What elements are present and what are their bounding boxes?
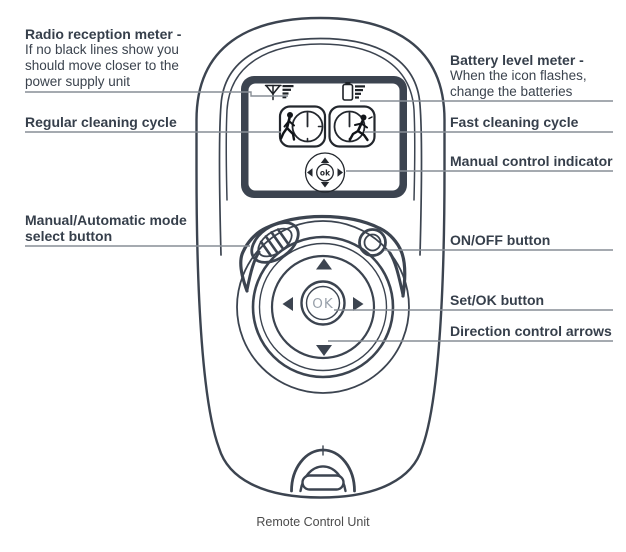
- label-manual-control-indicator: Manual control indicator: [450, 153, 622, 169]
- arrow-down: [316, 345, 332, 356]
- leader-lines: [25, 91, 613, 342]
- label-mode-select-button: Manual/Automatic mode select button: [25, 212, 207, 244]
- mini-ok-label: ok: [320, 168, 331, 177]
- ok-button-label: OK: [312, 296, 334, 312]
- label-fast-cleaning-cycle: Fast cleaning cycle: [450, 114, 618, 130]
- arrow-right: [353, 297, 364, 311]
- label-title: Regular cleaning cycle: [25, 114, 177, 130]
- label-desc: When the icon flashes, change the batter…: [450, 68, 587, 99]
- ok-button: OK: [300, 280, 346, 326]
- label-title: Radio reception meter -: [25, 26, 182, 42]
- radio-reception-meter-icon: [264, 84, 294, 101]
- hanging-hook: [290, 445, 356, 493]
- running-person-glyph: [348, 114, 373, 142]
- label-radio-reception-meter: Radio reception meter - If no black line…: [25, 26, 207, 90]
- regular-cleaning-cycle-icon: [278, 105, 327, 148]
- label-title: Fast cleaning cycle: [450, 114, 579, 130]
- label-direction-control-arrows: Direction control arrows: [450, 323, 622, 339]
- label-battery-level-meter: Battery level meter - When the icon flas…: [450, 52, 618, 100]
- label-desc: If no black lines show you should move c…: [25, 42, 179, 89]
- label-title: Manual/Automatic mode select button: [25, 212, 187, 244]
- figure-caption: Remote Control Unit: [256, 515, 370, 529]
- label-on-off-button: ON/OFF button: [450, 232, 618, 248]
- pad-housing-wings: [239, 214, 407, 298]
- direction-pad: [236, 214, 410, 394]
- label-title: Direction control arrows: [450, 323, 612, 339]
- leader-radio-reception: [25, 91, 288, 97]
- mode-select-button: [250, 221, 300, 264]
- on-off-button: [358, 228, 387, 257]
- label-title: Manual control indicator: [450, 153, 613, 169]
- manual-control-indicator-icon: ok: [304, 152, 346, 193]
- walking-person-glyph: [279, 112, 296, 141]
- direction-arrows: [282, 258, 364, 356]
- label-title: ON/OFF button: [450, 232, 551, 248]
- remote-body: [195, 16, 446, 499]
- fast-cleaning-cycle-icon: [328, 105, 376, 148]
- label-title: Set/OK button: [450, 292, 545, 308]
- label-regular-cleaning-cycle: Regular cleaning cycle: [25, 114, 207, 130]
- battery-level-meter-icon: [342, 82, 365, 101]
- arrow-left: [282, 297, 293, 311]
- arrow-up: [316, 258, 332, 270]
- label-title: Battery level meter -: [450, 52, 584, 68]
- label-set-ok-button: Set/OK button: [450, 292, 618, 308]
